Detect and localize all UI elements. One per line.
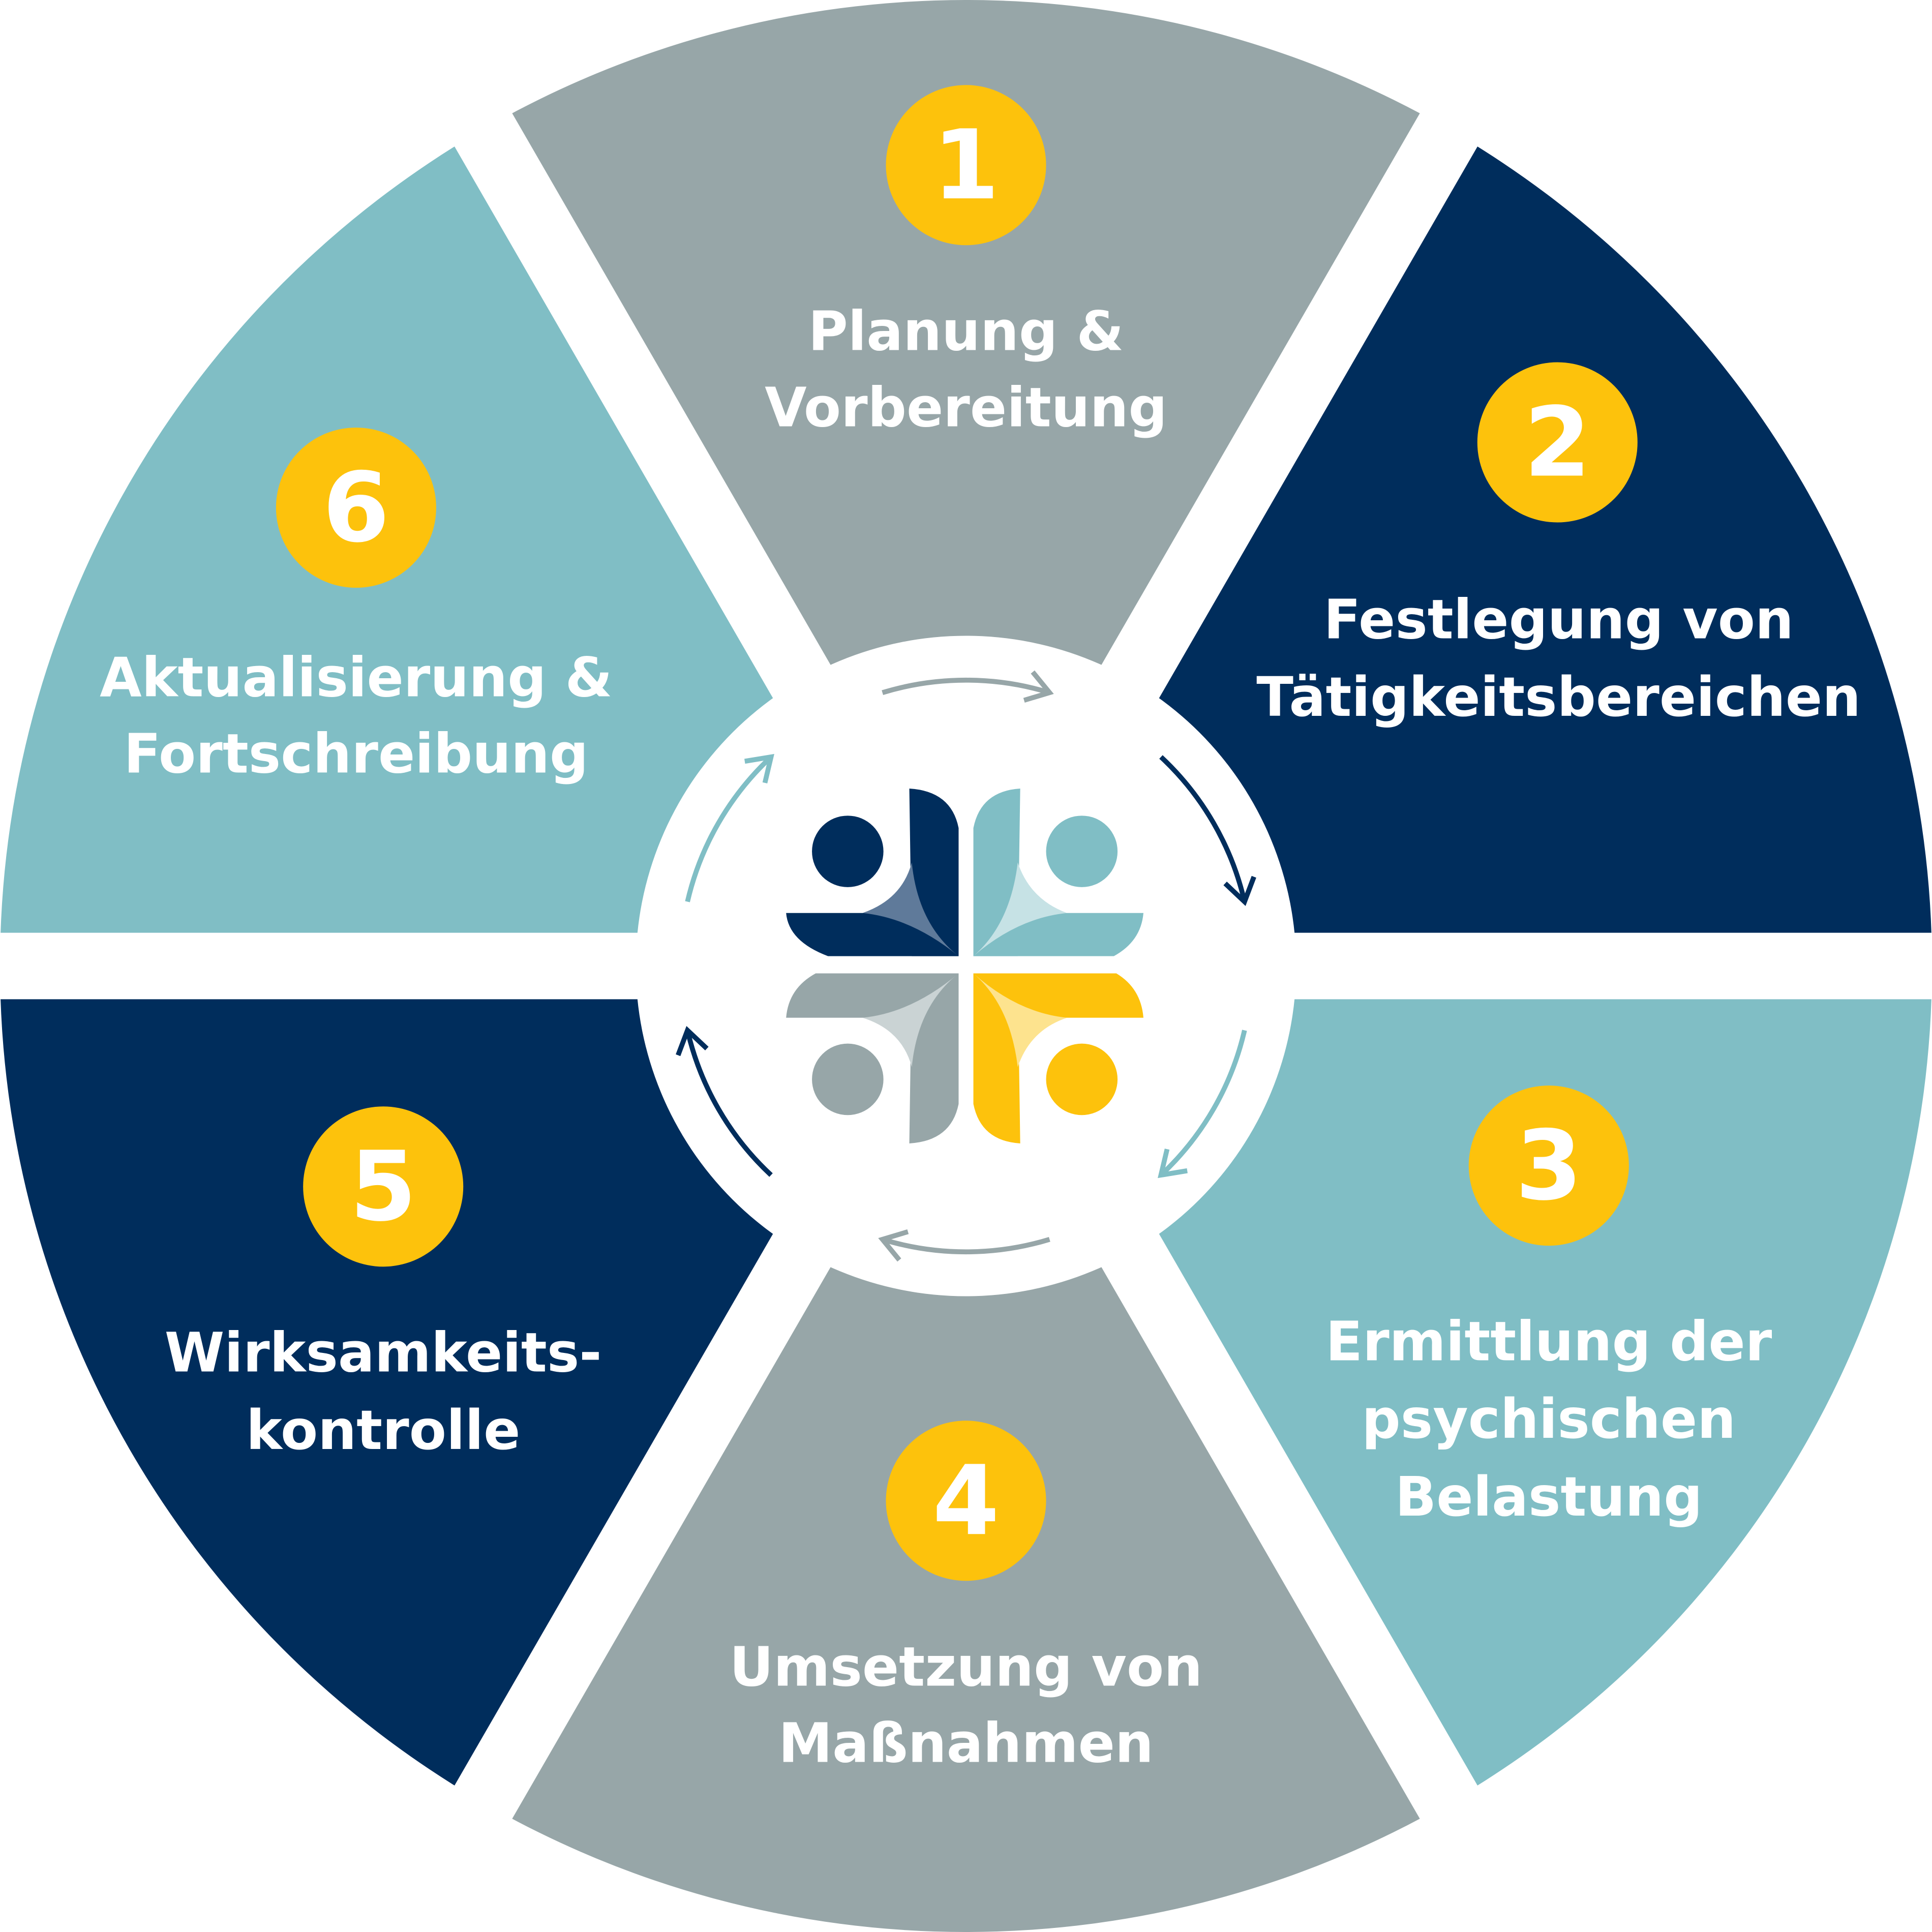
step-number: 6 <box>323 452 390 564</box>
logo-dot-navy <box>812 816 884 887</box>
step-label-line: Festlegung von <box>1323 588 1793 651</box>
step-label-line: Umsetzung von <box>730 1636 1202 1699</box>
step-label-line: Wirksamkeits- <box>165 1321 602 1384</box>
logo-dot-yellow <box>1046 1043 1118 1115</box>
step-label-line: Maßnahmen <box>778 1712 1154 1775</box>
step-number: 2 <box>1524 386 1591 498</box>
sector-step-1 <box>483 0 1449 966</box>
cycle-arrow <box>685 755 773 902</box>
badge-circle <box>276 427 436 588</box>
arrowhead-icon <box>1223 876 1256 907</box>
step-label-line: Vorbereitung <box>765 377 1167 440</box>
step-number-badge: 2 <box>1477 362 1638 523</box>
step-number-badge: 5 <box>303 1106 464 1267</box>
logo-petal-light <box>862 862 959 956</box>
logo-dot-teal <box>1046 816 1118 887</box>
step-label-line: kontrolle <box>246 1399 520 1462</box>
step-number-badge: 6 <box>276 427 436 588</box>
step-number: 4 <box>932 1445 1000 1557</box>
badge-circle <box>886 85 1046 246</box>
logo-dot-gray <box>812 1043 884 1115</box>
arrowhead-icon <box>878 1229 909 1262</box>
step-number-badge: 1 <box>886 85 1046 246</box>
step-number-badge: 4 <box>886 1421 1046 1581</box>
step-label-line: psychischen <box>1362 1388 1736 1451</box>
cycle-arrow <box>685 1030 773 1177</box>
arrowhead-icon <box>1023 670 1054 703</box>
arrowhead-icon <box>1158 1149 1188 1179</box>
step-label-line: Planung & <box>808 300 1124 363</box>
badge-circle <box>1468 1085 1629 1246</box>
step-number: 5 <box>350 1131 417 1243</box>
center-disc <box>636 636 1296 1296</box>
step-label-line: Tätigkeitsbereichen <box>1256 666 1861 729</box>
arrowhead-icon <box>676 1025 709 1056</box>
cycle-arrow <box>1159 1030 1247 1177</box>
step-label-line: Fortschreibung <box>124 723 588 786</box>
logo-petal-light <box>973 862 1067 956</box>
cycle-arrow <box>1159 755 1247 902</box>
logo-petal-light <box>862 973 959 1067</box>
badge-circle <box>1477 362 1638 523</box>
arrowhead-icon <box>744 753 774 783</box>
center-logo <box>786 789 1143 1143</box>
step-label-line: Ermittlung der <box>1325 1311 1772 1374</box>
step-number: 1 <box>932 109 1000 221</box>
badge-circle <box>886 1421 1046 1581</box>
logo-petal-light <box>973 973 1067 1067</box>
step-label-line: Belastung <box>1395 1466 1703 1529</box>
cycle-arrow <box>882 677 1050 695</box>
step-number: 3 <box>1516 1110 1583 1222</box>
badge-circle <box>303 1106 464 1267</box>
cycle-arrow <box>882 1237 1050 1254</box>
step-number-badge: 3 <box>1468 1085 1629 1246</box>
step-label-line: Aktualisierung & <box>100 646 613 709</box>
